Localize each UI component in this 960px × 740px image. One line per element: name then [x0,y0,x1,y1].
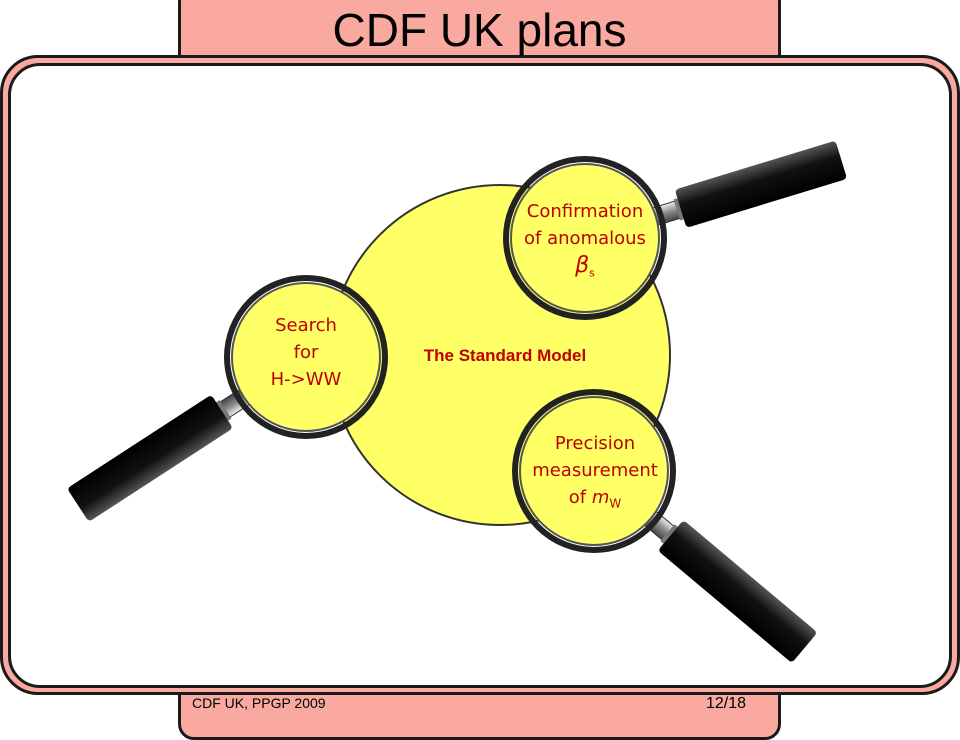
magnifying-glass-icon [512,389,816,662]
standard-model-label: The Standard Model [423,346,587,365]
anomalous-beta-s-label: Confirmation of anomalous βs [524,201,646,280]
standard-model-diagram [68,141,847,662]
footer-page-number: 12/18 [706,695,747,712]
magnifying-glass-icon [503,141,847,320]
search-higgs-label: Search for H->WW [270,315,342,390]
magnifying-glass-icon [68,275,388,521]
w-mass-measurement-label: Precision measurement of mW [532,433,658,511]
footer-conference: CDF UK, PPGP 2009 [192,695,326,711]
slide-title: CDF UK plans [332,4,627,56]
